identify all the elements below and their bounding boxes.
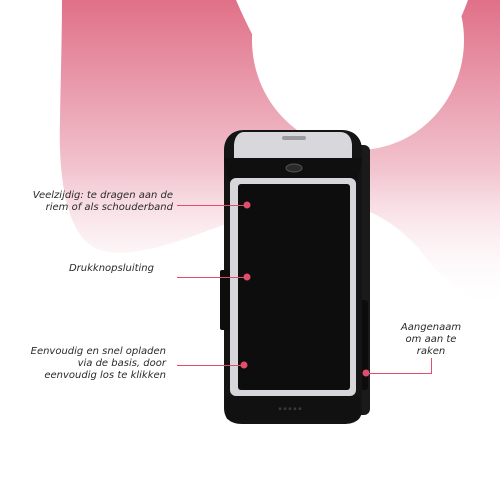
callout-comfort-line xyxy=(366,373,432,374)
callout-comfort-vline xyxy=(431,358,432,373)
callout-clasp-line xyxy=(177,277,247,278)
callout-clasp: Drukknopsluiting xyxy=(68,263,154,274)
backdrop-cutout xyxy=(252,0,464,150)
callout-comfort: Aangenaam om aan te raken xyxy=(400,322,462,357)
callout-charging: Eenvoudig en snel opladen via de basis, … xyxy=(30,346,166,381)
callout-dot-icon xyxy=(243,201,251,209)
callout-charging-line xyxy=(177,365,244,366)
callout-versatile: Veelzijdig: te dragen aan de riem of als… xyxy=(32,190,173,213)
svg-text:▪ ▪ ▪ ▪ ▪: ▪ ▪ ▪ ▪ ▪ xyxy=(278,406,301,412)
callout-versatile-line xyxy=(177,205,247,206)
callout-dot-icon xyxy=(240,361,248,369)
callout-dot-icon xyxy=(362,369,370,377)
callout-dot-icon xyxy=(243,273,251,281)
phone-case-image: ▪ ▪ ▪ ▪ ▪ xyxy=(220,130,370,424)
